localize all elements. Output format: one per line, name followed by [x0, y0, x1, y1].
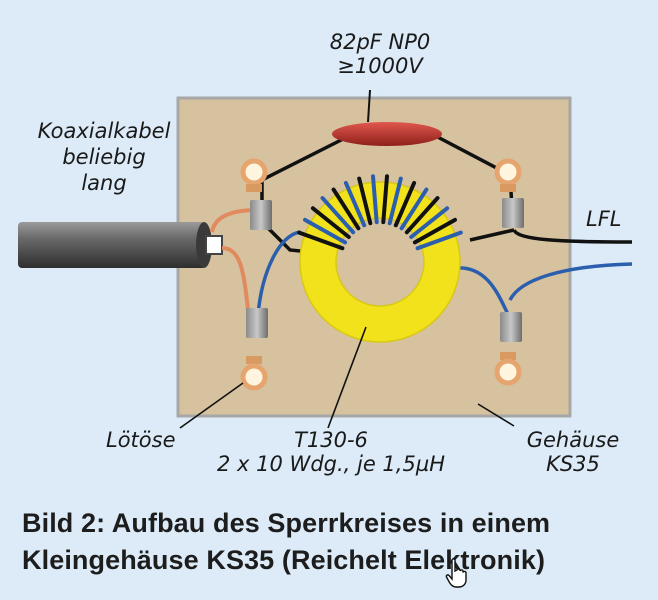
capacitor-label-line2: ≥1000V: [337, 54, 423, 78]
winding-turn: [371, 174, 379, 225]
copper-wire-bottom: [221, 246, 250, 311]
capacitor-label-line1: 82pF NP0: [329, 30, 431, 54]
coax-label-line2: beliebig: [62, 145, 146, 169]
lotose-label: Lötöse: [106, 428, 176, 452]
leader-line-housing: [477, 403, 515, 427]
blue-wire-left: [256, 230, 301, 316]
coax-label-line3: lang: [81, 171, 127, 195]
winding-turn: [415, 230, 463, 251]
hand-cursor-icon: [445, 558, 467, 588]
solder-lug-top-right: [494, 158, 524, 228]
coax-cable: [18, 222, 223, 268]
toroid-windings: [297, 174, 463, 251]
winding-turn: [297, 230, 345, 251]
core-label-line2: 2 x 10 Wdg., je 1,5µH: [217, 452, 445, 476]
winding-turn: [303, 217, 348, 245]
solder-lug-bottom-left: [240, 308, 268, 391]
toroid-core: [299, 181, 461, 343]
winding-turn: [393, 181, 417, 228]
winding-turn: [357, 176, 373, 226]
black-wire-toroid-right: [469, 228, 515, 242]
winding-turn: [387, 176, 403, 226]
core-label: T130-6 2 x 10 Wdg., je 1,5µH: [196, 428, 466, 476]
figure-caption-line1: Bild 2: Aufbau des Sperrkreises in einem: [22, 508, 551, 538]
coax-label-line1: Koaxialkabel: [37, 119, 171, 143]
capacitor-label: 82pF NP0 ≥1000V: [300, 30, 460, 78]
winding-turn: [343, 181, 367, 228]
winding-turn: [399, 187, 429, 231]
coax-label: Koaxialkabel beliebig lang: [26, 118, 182, 196]
winding-turn: [409, 206, 450, 239]
black-wire-lfl: [512, 228, 633, 244]
blue-wire-out: [508, 262, 633, 301]
core-label-line1: T130-6: [294, 428, 368, 452]
winding-turn: [310, 206, 351, 239]
leader-line-core: [327, 326, 367, 429]
solder-lug-top-left: [240, 158, 272, 230]
leader-line-lotose: [179, 382, 244, 429]
lfl-label: LFL: [586, 207, 622, 231]
winding-turn: [331, 187, 361, 231]
winding-turn: [404, 196, 440, 235]
winding-turn: [412, 217, 457, 245]
winding-turn: [381, 174, 389, 225]
housing-label-line2: KS35: [546, 452, 600, 476]
solder-lug-bottom-right: [494, 312, 522, 386]
capacitor: [332, 89, 442, 146]
housing-label: Gehäuse KS35: [518, 428, 628, 476]
housing-label-line1: Gehäuse: [526, 428, 620, 452]
winding-turn: [320, 196, 356, 235]
